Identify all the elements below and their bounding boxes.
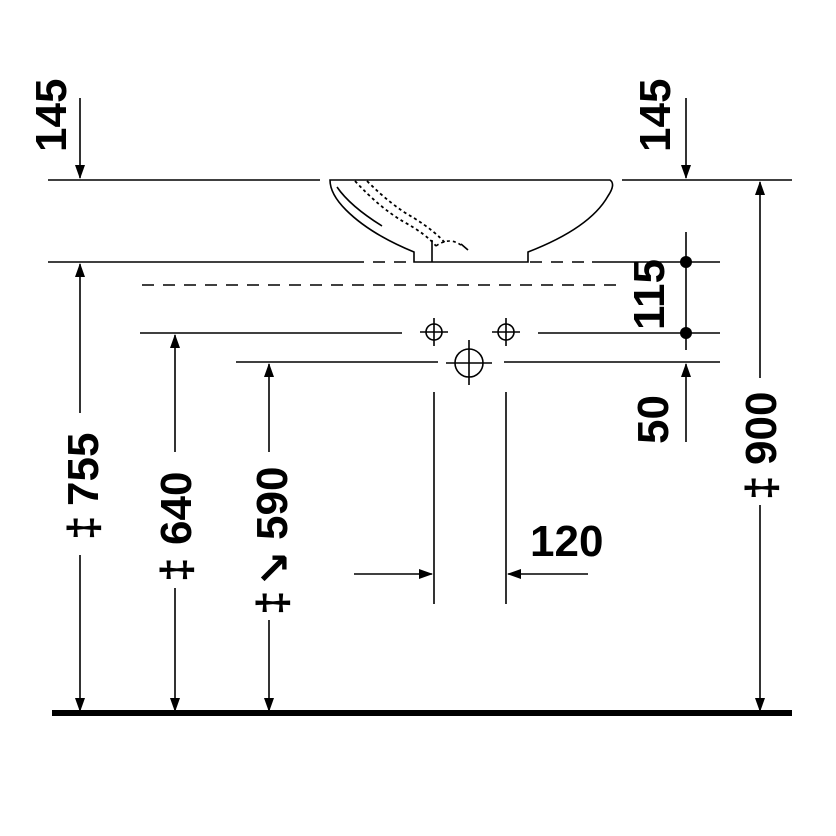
hole-offset-label: 50 [629, 395, 678, 444]
basin-rim-thickness [336, 186, 383, 227]
drain-hole [446, 340, 492, 385]
overall-height-tolerance: ‡ [737, 476, 786, 500]
waste-pipe-hidden [354, 180, 437, 247]
overall-height-label: 900 [737, 392, 786, 465]
basin [329, 179, 614, 263]
rim-height-label: 755 [59, 433, 108, 506]
lower-mount-tolerance: ‡ [248, 591, 297, 615]
top-left-label: 145 [27, 79, 76, 152]
top-right-label: 145 [631, 79, 680, 152]
lower-mount-label: 590 [248, 467, 297, 540]
drain-spacing-label: 120 [530, 517, 603, 566]
upper-mount-label: 640 [152, 472, 201, 545]
hole-spacing-dot-top [680, 256, 692, 268]
tap-hole-left [420, 318, 448, 346]
hole-spacing-dot-bottom [680, 327, 692, 339]
upper-mount-tolerance: ‡ [152, 558, 201, 582]
tap-hole-right [492, 318, 520, 346]
rim-height-tolerance: ‡ [59, 516, 108, 540]
hole-spacing-label: 115 [625, 259, 674, 330]
adjust-arrow-icon: ↗ [255, 545, 292, 594]
